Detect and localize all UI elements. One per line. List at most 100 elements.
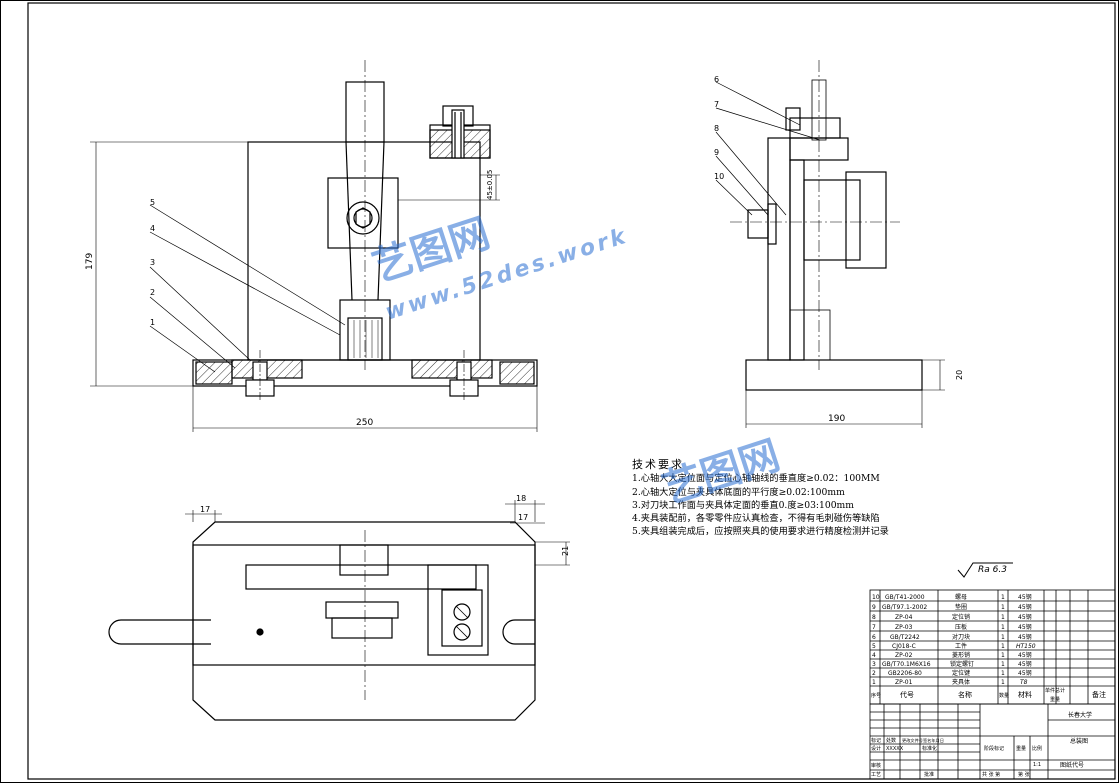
part-label-6: 6 bbox=[714, 75, 719, 84]
bom-header: 序号 代号 名称 数量 材料 单件总计 重量 备注 bbox=[871, 687, 1106, 703]
bom-code: ZP-02 bbox=[895, 652, 913, 659]
tb-approve: 批准 bbox=[924, 771, 934, 778]
part-label-3: 3 bbox=[150, 258, 155, 267]
bom-qty: 1 bbox=[1001, 670, 1005, 677]
bom-qty: 1 bbox=[1001, 594, 1005, 601]
bom-code: GB/T70.1M6X16 bbox=[882, 661, 931, 668]
bom-name: 压板 bbox=[955, 623, 967, 631]
bom-rows: 10 GB/T41-2000 螺母 1 45钢 9 GB/T97.1-2002 … bbox=[872, 593, 1036, 686]
tech-req-item-1: 1.心轴大大定位面与定位心轴轴线的垂直度≥0.02：100MM bbox=[632, 473, 880, 485]
side-dim-width: 190 bbox=[828, 414, 845, 424]
top-dim-right-a: 18 bbox=[516, 494, 526, 503]
bom-no: 2 bbox=[872, 670, 876, 677]
bom-header-weight: 重量 bbox=[1050, 696, 1060, 703]
bom-name: 定位销 bbox=[952, 613, 970, 621]
bom-table bbox=[869, 589, 1116, 705]
tb-sheet-of: 第 张 bbox=[1018, 771, 1030, 778]
tb-designer: XXXXX bbox=[886, 746, 904, 752]
bom-name: 垫圈 bbox=[955, 603, 967, 611]
bom-material: T8 bbox=[1020, 679, 1028, 686]
tech-req-item-2: 2.心轴大定位与夹具体底面的平行度≥0.02:100mm bbox=[632, 486, 845, 498]
bom-qty: 1 bbox=[1001, 604, 1005, 611]
tb-review: 审核 bbox=[871, 762, 881, 769]
roughness-value: Ra 6.3 bbox=[978, 565, 1007, 575]
bom-no: 10 bbox=[872, 594, 880, 601]
tb-weight: 重量 bbox=[1016, 745, 1026, 752]
part-label-9: 9 bbox=[714, 148, 719, 157]
side-dim-base: 20 bbox=[955, 370, 964, 380]
tb-change-doc: 更改文件号签名年月日 bbox=[902, 737, 944, 744]
bom-code: GB/T97.1-2002 bbox=[882, 604, 927, 611]
bom-header-name: 名称 bbox=[958, 690, 972, 699]
tb-divisions: 处数 bbox=[886, 737, 896, 744]
bom-material: 45钢 bbox=[1018, 593, 1032, 601]
bom-code: GB/T2242 bbox=[890, 634, 920, 641]
front-dim-width: 250 bbox=[356, 418, 373, 428]
bom-qty: 1 bbox=[1001, 624, 1005, 631]
front-dim-offset: 45±0.05 bbox=[486, 170, 494, 200]
tech-req-title: 技术要求 bbox=[632, 458, 684, 471]
bom-qty: 1 bbox=[1001, 614, 1005, 621]
tech-req-item-3: 3.对刀块工作面与夹具体定面的垂直0.度≥03:100mm bbox=[632, 499, 854, 511]
bom-no: 1 bbox=[872, 679, 876, 686]
bom-code: GB/T41-2000 bbox=[885, 594, 925, 601]
bom-no: 4 bbox=[872, 652, 876, 659]
top-view bbox=[108, 500, 570, 721]
bom-name: 锁定螺钉 bbox=[950, 660, 974, 668]
bom-no: 9 bbox=[872, 604, 876, 611]
roughness-symbol bbox=[957, 562, 1013, 578]
part-label-5: 5 bbox=[150, 198, 155, 207]
bom-no: 8 bbox=[872, 614, 876, 621]
bom-name: 定位键 bbox=[952, 669, 970, 677]
tb-process: 工艺 bbox=[871, 772, 881, 778]
bom-no: 7 bbox=[872, 624, 876, 631]
bom-qty: 1 bbox=[1001, 661, 1005, 668]
tech-req-item-4: 4.夹具装配前，各零零件应认真检查，不得有毛刺碰伤等缺陷 bbox=[632, 513, 880, 525]
bom-code: ZP-04 bbox=[895, 614, 913, 621]
part-label-10: 10 bbox=[714, 172, 724, 181]
bom-material: 45钢 bbox=[1018, 613, 1032, 621]
bom-code: GB2206-80 bbox=[888, 670, 922, 677]
technical-requirements: 技术要求 1.心轴大大定位面与定位心轴轴线的垂直度≥0.02：100MM 2.心… bbox=[632, 458, 922, 539]
part-label-8: 8 bbox=[714, 124, 719, 133]
bom-code: CJ018-C bbox=[892, 643, 916, 650]
bom-code: ZP-03 bbox=[895, 624, 913, 631]
tech-req-item-5: 5.夹具组装完成后，应按照夹具的使用要求进行精度检测并记录 bbox=[632, 526, 889, 538]
tb-school: 长春大学 bbox=[1068, 711, 1092, 719]
bom-name: 螺母 bbox=[955, 593, 967, 601]
title-block bbox=[869, 703, 1116, 780]
tb-drawing-code: 图纸代号 bbox=[1060, 761, 1084, 769]
bom-header-material: 材料 bbox=[1018, 690, 1032, 699]
bom-name: 夹具体 bbox=[952, 678, 970, 686]
bom-qty: 1 bbox=[1001, 679, 1005, 686]
part-label-1: 1 bbox=[150, 318, 155, 327]
tb-stage-mark: 阶段标记 bbox=[984, 745, 1004, 752]
title-block-text: 长春大学 总装图 图纸代号 标记 处数 更改文件号签名年月日 设计 XXXXX … bbox=[871, 711, 1092, 778]
bom-header-remark: 备注 bbox=[1092, 690, 1106, 699]
bom-material: 45钢 bbox=[1018, 669, 1032, 677]
bom-header-no: 序号 bbox=[871, 692, 881, 699]
front-dim-height: 179 bbox=[85, 253, 95, 270]
bom-name: 对刀块 bbox=[952, 633, 970, 641]
bom-qty: 1 bbox=[1001, 643, 1005, 650]
tb-scale-value: 1:1 bbox=[1033, 762, 1041, 768]
tb-scale: 比例 bbox=[1032, 745, 1042, 752]
part-label-2: 2 bbox=[150, 288, 155, 297]
bom-material: 45钢 bbox=[1018, 660, 1032, 668]
top-dim-right-c: 21 bbox=[561, 546, 570, 556]
bom-code: ZP-01 bbox=[895, 679, 913, 686]
bom-no: 3 bbox=[872, 661, 876, 668]
bom-header-qty: 数量 bbox=[999, 692, 1009, 699]
bom-qty: 1 bbox=[1001, 634, 1005, 641]
bom-material: 45钢 bbox=[1018, 633, 1032, 641]
bom-material: HT150 bbox=[1016, 643, 1036, 650]
inner-frame bbox=[27, 2, 1116, 780]
part-label-4: 4 bbox=[150, 224, 155, 233]
tb-design: 设计 bbox=[871, 745, 881, 752]
bom-material: 45钢 bbox=[1018, 623, 1032, 631]
bom-no: 5 bbox=[872, 643, 876, 650]
part-label-7: 7 bbox=[714, 100, 719, 109]
top-dim-right-b: 17 bbox=[518, 513, 528, 522]
bom-no: 6 bbox=[872, 634, 876, 641]
